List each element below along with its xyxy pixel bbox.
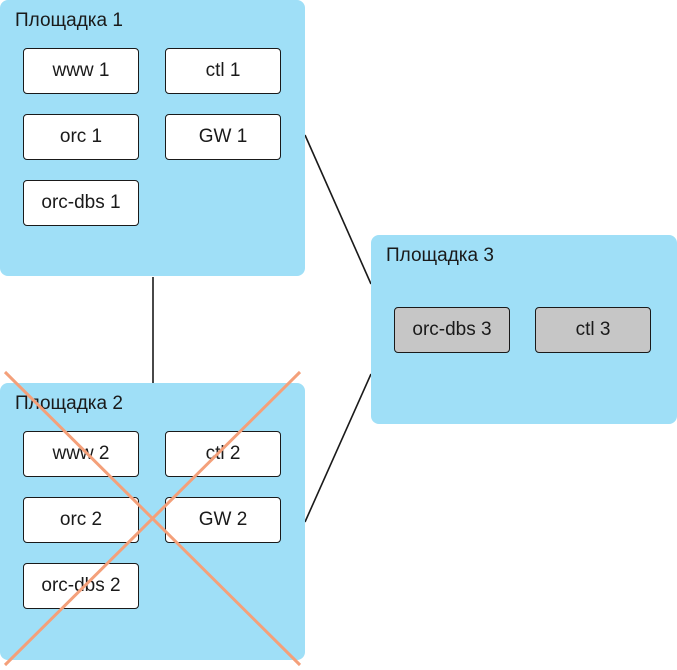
site-2: Площадка 2 www 2 ctl 2 orc 2 GW 2 orc-db… bbox=[0, 383, 305, 660]
site-3: Площадка 3 orc-dbs 3 ctl 3 bbox=[371, 235, 677, 424]
site-1: Площадка 1 www 1 ctl 1 orc 1 GW 1 orc-db… bbox=[0, 0, 305, 276]
site-1-title: Площадка 1 bbox=[15, 10, 123, 31]
link-site1-site3 bbox=[304, 134, 372, 285]
site-2-title: Площадка 2 bbox=[15, 393, 123, 414]
node-www-2[interactable]: www 2 bbox=[23, 431, 139, 477]
link-site2-site3 bbox=[304, 373, 372, 523]
node-orc-dbs-3[interactable]: orc-dbs 3 bbox=[394, 307, 510, 353]
node-orc-2[interactable]: orc 2 bbox=[23, 497, 139, 543]
site-3-title: Площадка 3 bbox=[386, 245, 494, 266]
node-gw-1[interactable]: GW 1 bbox=[165, 114, 281, 160]
node-orc-1[interactable]: orc 1 bbox=[23, 114, 139, 160]
node-ctl-3[interactable]: ctl 3 bbox=[535, 307, 651, 353]
node-ctl-2[interactable]: ctl 2 bbox=[165, 431, 281, 477]
node-orc-dbs-2[interactable]: orc-dbs 2 bbox=[23, 563, 139, 609]
node-orc-dbs-1[interactable]: orc-dbs 1 bbox=[23, 180, 139, 226]
node-ctl-1[interactable]: ctl 1 bbox=[165, 48, 281, 94]
node-gw-2[interactable]: GW 2 bbox=[165, 497, 281, 543]
node-www-1[interactable]: www 1 bbox=[23, 48, 139, 94]
